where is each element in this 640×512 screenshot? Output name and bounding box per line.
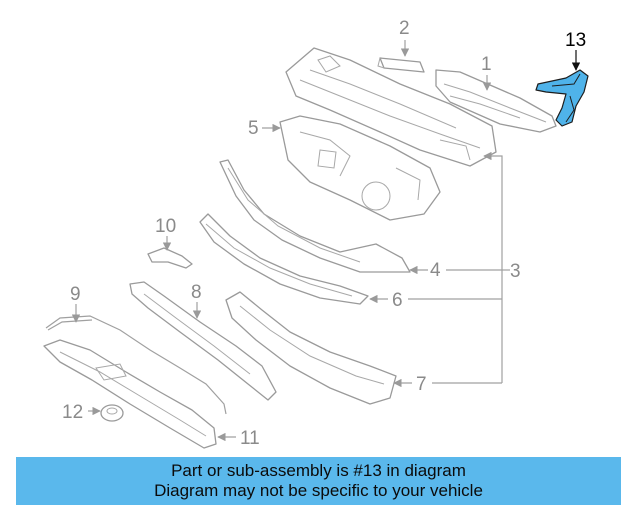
part-12-grommet bbox=[100, 404, 124, 422]
banner-line-2: Diagram may not be specific to your vehi… bbox=[154, 481, 483, 500]
callout-3: 3 bbox=[510, 261, 521, 282]
callout-13: 13 bbox=[565, 30, 586, 51]
part-4-seal bbox=[219, 159, 411, 273]
part-7-panel bbox=[225, 291, 397, 405]
callout-7: 7 bbox=[416, 374, 427, 395]
part-5-dash-insulator bbox=[279, 115, 441, 221]
part-3-cowl-assembly bbox=[285, 47, 497, 167]
banner-line-1: Part or sub-assembly is #13 in diagram bbox=[171, 461, 466, 480]
leader-lines bbox=[71, 40, 581, 442]
part-8-strip bbox=[129, 281, 277, 401]
info-banner: Part or sub-assembly is #13 in diagram D… bbox=[16, 457, 621, 505]
part-10-clip bbox=[147, 247, 193, 269]
callout-10: 10 bbox=[155, 216, 176, 237]
callout-8: 8 bbox=[191, 282, 202, 303]
callout-2: 2 bbox=[399, 18, 410, 39]
callout-9: 9 bbox=[70, 284, 81, 305]
part-13-bracket bbox=[535, 69, 589, 127]
callout-11: 11 bbox=[240, 428, 260, 449]
callout-4: 4 bbox=[430, 260, 441, 281]
part-9-weatherstrip bbox=[45, 315, 227, 415]
callout-12: 12 bbox=[62, 402, 83, 423]
parts-diagram: 2 1 5 10 3 4 9 8 6 7 12 11 13 bbox=[43, 18, 589, 449]
part-11-cover bbox=[43, 339, 217, 449]
part-6-seal bbox=[199, 213, 369, 305]
part-2-block bbox=[377, 57, 425, 73]
callout-1: 1 bbox=[481, 54, 492, 75]
callout-6: 6 bbox=[392, 290, 403, 311]
callout-5: 5 bbox=[248, 118, 259, 139]
